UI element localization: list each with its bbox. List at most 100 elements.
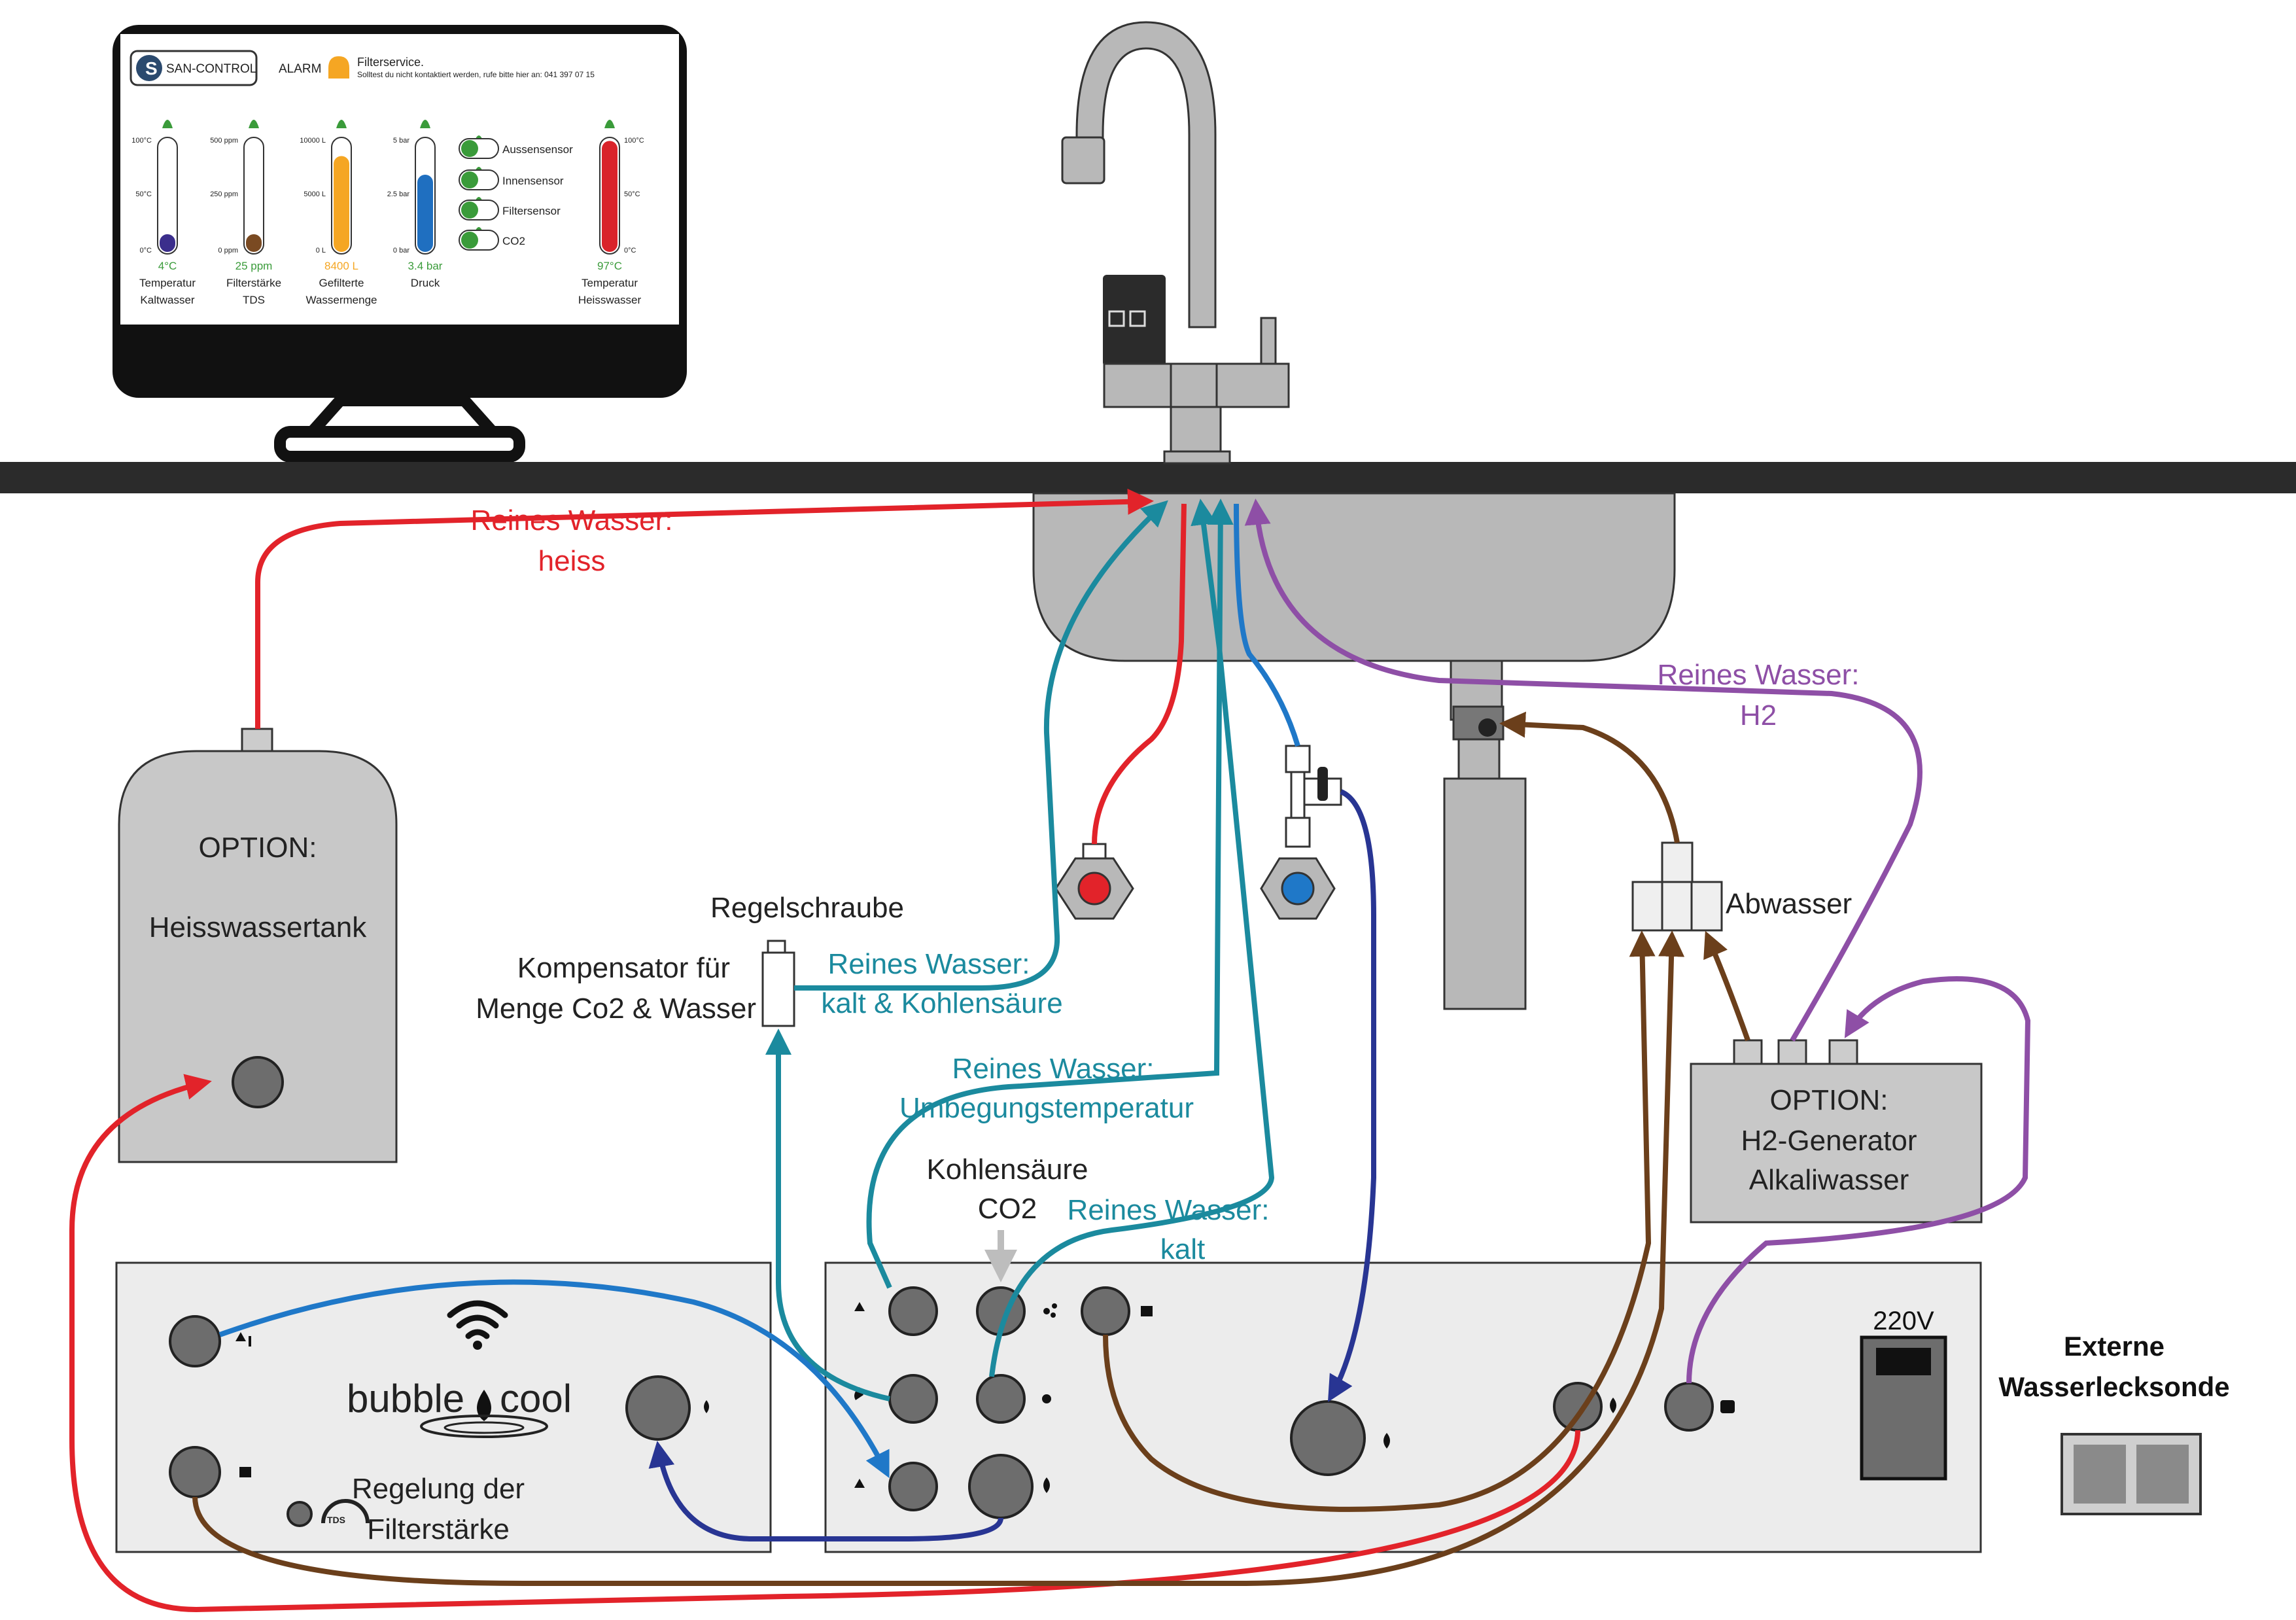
water-drop-icon bbox=[704, 1400, 709, 1413]
gauge-fill bbox=[602, 141, 617, 252]
port-h2[interactable] bbox=[1664, 1382, 1714, 1432]
gauge-tick: 50°C bbox=[624, 190, 640, 198]
toggle-knob[interactable] bbox=[461, 171, 478, 188]
gauge-tick: 0 ppm bbox=[218, 247, 238, 255]
drain-junction bbox=[1631, 841, 1723, 932]
drain-out-icon bbox=[1141, 1306, 1153, 1316]
tds-knob[interactable] bbox=[287, 1501, 313, 1527]
gauge-fill bbox=[417, 174, 433, 252]
filter-unit-water-port[interactable] bbox=[625, 1375, 691, 1441]
filter-unit-input-port[interactable] bbox=[169, 1315, 221, 1367]
gauge-led-icon bbox=[604, 120, 615, 128]
sensor-toggle-2[interactable]: Filtersensor bbox=[459, 197, 561, 220]
h2-generator: OPTION: H2-Generator Alkaliwasser bbox=[1690, 1039, 1983, 1224]
toggle-knob[interactable] bbox=[461, 140, 478, 157]
label-co2water-1: Reines Wasser: bbox=[828, 948, 1030, 980]
toggle-knob[interactable] bbox=[461, 202, 478, 219]
gauge-fill bbox=[334, 156, 349, 252]
san-control-logo: S SAN-CONTROL bbox=[130, 50, 258, 86]
gauge-label: TDS bbox=[243, 294, 265, 306]
port-drain-out[interactable] bbox=[1081, 1286, 1130, 1336]
tds-gauge-icon bbox=[321, 1499, 370, 1524]
cold-drop-icon bbox=[1383, 1433, 1390, 1449]
leak-sensor-line2: Wasserlecksonde bbox=[1998, 1371, 2229, 1402]
port-water-out[interactable] bbox=[968, 1454, 1034, 1519]
angle-valve-hot[interactable] bbox=[1054, 843, 1134, 920]
sensor-toggle-1[interactable]: Innensensor bbox=[459, 167, 564, 190]
countertop bbox=[0, 462, 2296, 493]
filter-in-icon bbox=[854, 1479, 865, 1488]
sensor-toggle-3[interactable]: CO2 bbox=[459, 227, 525, 251]
port-cold-water[interactable] bbox=[1290, 1400, 1366, 1476]
label-abwasser: Abwasser bbox=[1726, 888, 1852, 920]
faucet-lever[interactable] bbox=[1260, 317, 1277, 365]
pipe-h2-to-faucet bbox=[1244, 499, 1922, 1042]
pipe-co2-to-faucet bbox=[794, 500, 1168, 991]
monitor: S SAN-CONTROL ALARM Filterservice. Sollt… bbox=[113, 25, 687, 463]
pipe-h2-drain bbox=[1703, 930, 1750, 1042]
h2-option-label: OPTION: bbox=[1770, 1084, 1888, 1116]
drain-icon bbox=[239, 1467, 251, 1477]
tank-port[interactable] bbox=[232, 1056, 284, 1108]
pipe-cooling-drain bbox=[1103, 930, 1656, 1512]
gauge-value: 3.4 bar bbox=[408, 260, 443, 272]
angle-valve-cold[interactable] bbox=[1260, 745, 1342, 920]
faucet bbox=[1061, 21, 1290, 465]
logo-text: SAN-CONTROL bbox=[166, 62, 256, 76]
power-switch-rocker[interactable] bbox=[1876, 1348, 1931, 1375]
gauge-label: Temperatur bbox=[139, 277, 196, 289]
co2-bubbles-icon bbox=[1043, 1308, 1050, 1314]
pipe-ambient-to-faucet bbox=[866, 499, 1234, 1289]
gauge-label: Gefilterte bbox=[319, 277, 364, 289]
filter-unit-drain-port[interactable] bbox=[169, 1446, 221, 1498]
label-ambient-2: Umbegungstemperatur bbox=[899, 1092, 1194, 1124]
gauge-label: Heisswasser bbox=[578, 294, 642, 306]
gauge-value: 8400 L bbox=[324, 260, 358, 272]
monitor-base bbox=[274, 426, 525, 463]
sensor-toggle-0[interactable]: Aussensensor bbox=[459, 135, 573, 159]
gauge-label: Filterstärke bbox=[226, 277, 281, 289]
label-h2-1: Reines Wasser: bbox=[1658, 659, 1860, 691]
sink-basin bbox=[1032, 492, 1676, 662]
sensor-label: Filtersensor bbox=[502, 205, 561, 217]
sensor-label: Aussensensor bbox=[502, 143, 573, 156]
gauge-led-icon bbox=[336, 120, 347, 128]
gauge-tick: 10000 L bbox=[300, 137, 326, 145]
gauge-tick: 500 ppm bbox=[210, 137, 238, 145]
port-filtered-input[interactable] bbox=[888, 1462, 938, 1511]
gauge-label: Wassermenge bbox=[306, 294, 377, 306]
label-cold-1: Reines Wasser: bbox=[1068, 1194, 1270, 1226]
pipe-hot-to-tank bbox=[69, 1074, 1580, 1613]
gauge-label: Kaltwasser bbox=[140, 294, 194, 306]
alarm-message: Solltest du nicht kontaktiert werden, ru… bbox=[357, 70, 595, 79]
label-h2-2: H2 bbox=[1740, 699, 1777, 731]
gauge-value: 97°C bbox=[597, 260, 622, 272]
tank-name-label: Heisswassertank bbox=[149, 911, 368, 943]
ripple-icon bbox=[420, 1415, 548, 1438]
port-kompensator[interactable] bbox=[888, 1374, 938, 1424]
gauge-label: Druck bbox=[411, 277, 440, 289]
port-ambient-water[interactable] bbox=[888, 1286, 938, 1336]
gauge-label: Temperatur bbox=[582, 277, 638, 289]
gauge-tick: 2.5 bar bbox=[387, 190, 410, 198]
toggle-knob[interactable] bbox=[461, 232, 478, 249]
gauge-tick: 5 bar bbox=[393, 137, 409, 145]
hot-water-tank: OPTION: Heisswassertank bbox=[118, 728, 398, 1163]
tds-badge: TDS bbox=[327, 1515, 345, 1525]
alarm-label: ALARM bbox=[279, 62, 321, 76]
gauge-tick: 50°C bbox=[135, 190, 152, 198]
pipe-filtered-water bbox=[218, 1279, 890, 1479]
recycle-water-icon bbox=[854, 1302, 865, 1311]
port-icons bbox=[235, 1302, 1735, 1493]
gauge-tick: 5000 L bbox=[304, 190, 326, 198]
drop-out-icon bbox=[1043, 1477, 1050, 1493]
brand-bubble: bubble bbox=[347, 1377, 464, 1420]
port-co2-water[interactable] bbox=[976, 1374, 1026, 1424]
drain-connector bbox=[1452, 705, 1505, 741]
pipe-supply-in bbox=[1327, 789, 1376, 1402]
filter-reg-line1: Regelung der bbox=[352, 1473, 525, 1505]
brand-cool: cool bbox=[500, 1377, 572, 1420]
